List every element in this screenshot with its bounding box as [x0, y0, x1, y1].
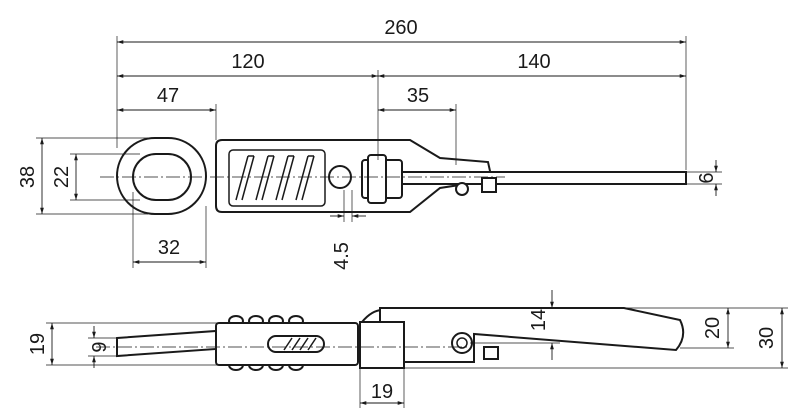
- side-rod: [116, 329, 217, 358]
- dim-eye-height: 38: [17, 166, 39, 188]
- dim-eye-hole-height: 22: [51, 166, 73, 188]
- spring-coils: [235, 155, 315, 201]
- dim-base-length: 120: [231, 51, 264, 73]
- dim-overall-height: 30: [756, 327, 778, 349]
- side-view: [96, 307, 685, 371]
- roller: [367, 154, 387, 204]
- dim-lever-length: 140: [517, 51, 550, 73]
- side-view-dimensions: 19 9 14 20 30 19: [27, 290, 788, 408]
- dim-pivot-height: 14: [528, 309, 550, 331]
- hook-rod: [401, 171, 687, 185]
- dim-overall-length: 260: [384, 17, 417, 39]
- dim-rod-diameter: 6: [696, 172, 718, 183]
- pivot-pin: [455, 182, 469, 196]
- dim-handle-height: 20: [702, 317, 724, 339]
- dim-hole-offset: 4.5: [331, 242, 353, 270]
- dim-mount-width: 19: [371, 381, 393, 403]
- dim-pivot-to-hook: 35: [407, 85, 429, 107]
- spring-window: [228, 149, 326, 207]
- side-latch: [483, 346, 499, 360]
- dim-eye-to-spring: 47: [157, 85, 179, 107]
- dim-left-height: 19: [27, 333, 49, 355]
- side-pivot: [451, 332, 473, 354]
- side-pivot-inner: [456, 337, 468, 349]
- dim-rod-thickness: 9: [89, 341, 111, 352]
- dim-eye-width: 32: [158, 237, 180, 259]
- top-view: [100, 137, 687, 215]
- mount-base: [359, 321, 405, 369]
- rod-collar: [481, 177, 497, 193]
- slot-hatch: [283, 337, 317, 351]
- top-view-dimensions: 260 120 140 47 35 38 22 32 4.5: [17, 17, 722, 270]
